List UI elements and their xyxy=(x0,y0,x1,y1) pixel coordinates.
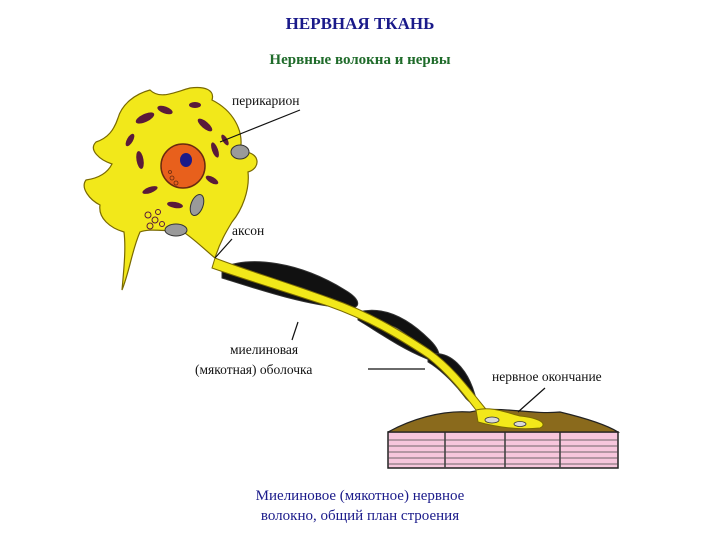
perikaryon xyxy=(83,86,258,291)
page-subtitle: Нервные волокна и нервы xyxy=(269,52,451,68)
label-myelin-line2: (мякотная) оболочка xyxy=(195,362,313,377)
figure-caption: Миелиновое (мякотное) нервное волокно, о… xyxy=(210,486,510,526)
page-title: НЕРВНАЯ ТКАНЬ xyxy=(285,14,435,33)
muscle-fiber xyxy=(387,408,621,469)
label-myelin-line1: миелиновая xyxy=(230,342,299,357)
label-nerve-ending: нервное окончание xyxy=(492,369,602,384)
caption-line2: волокно, общий план строения xyxy=(260,508,460,524)
myelinated-axon xyxy=(211,257,544,430)
leader-lines xyxy=(214,109,546,413)
label-axon: аксон xyxy=(232,223,265,238)
caption-line1: Миелиновое (мякотное) нервное xyxy=(255,488,465,504)
label-perikaryon: перикарион xyxy=(232,93,300,108)
